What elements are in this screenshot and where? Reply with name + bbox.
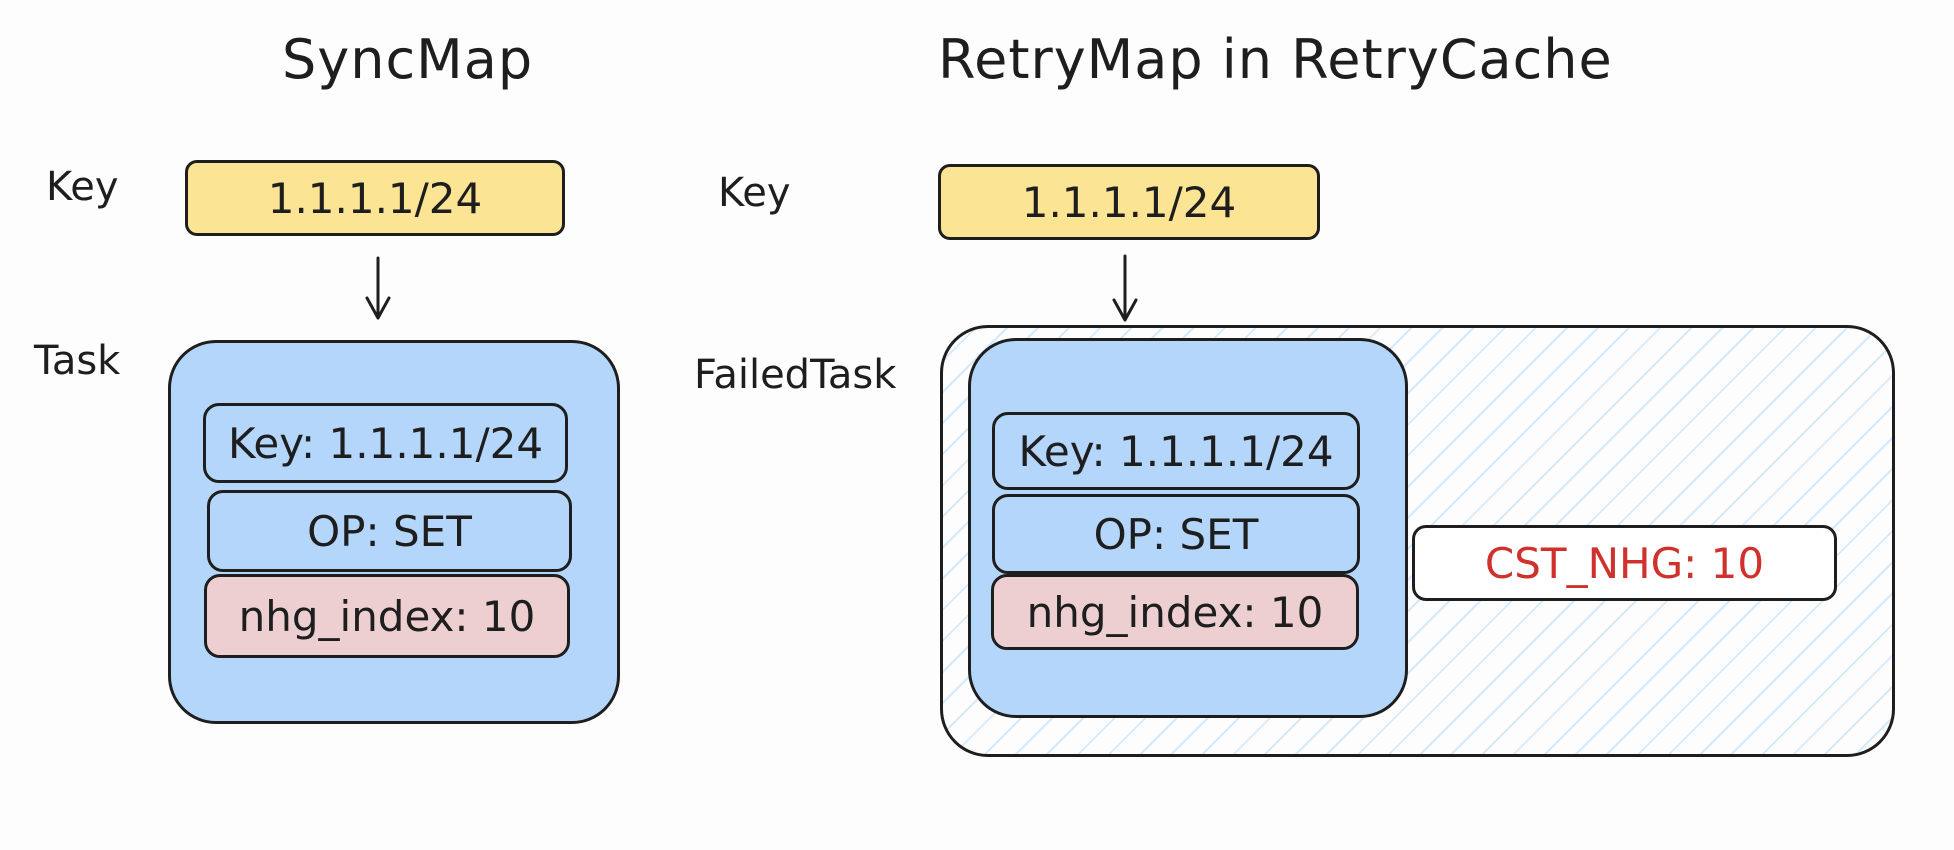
cst-nhg-box: CST_NHG: 10 [1412,525,1837,601]
left-key-field: Key: 1.1.1.1/24 [203,403,568,483]
syncmap-title: SyncMap [282,28,534,91]
left-key-label: Key [46,164,119,210]
left-task-label: Task [34,338,121,384]
right-key-field: Key: 1.1.1.1/24 [992,412,1360,490]
left-nhg-field: nhg_index: 10 [204,574,570,658]
right-key-label: Key [718,170,791,216]
right-failedtask-label: FailedTask [694,352,897,398]
left-key-box: 1.1.1.1/24 [185,160,565,236]
retrymap-title: RetryMap in RetryCache [938,28,1613,91]
right-key-box: 1.1.1.1/24 [938,164,1320,240]
left-op-field: OP: SET [207,490,572,572]
right-op-field: OP: SET [992,494,1360,574]
right-nhg-field: nhg_index: 10 [991,574,1359,650]
